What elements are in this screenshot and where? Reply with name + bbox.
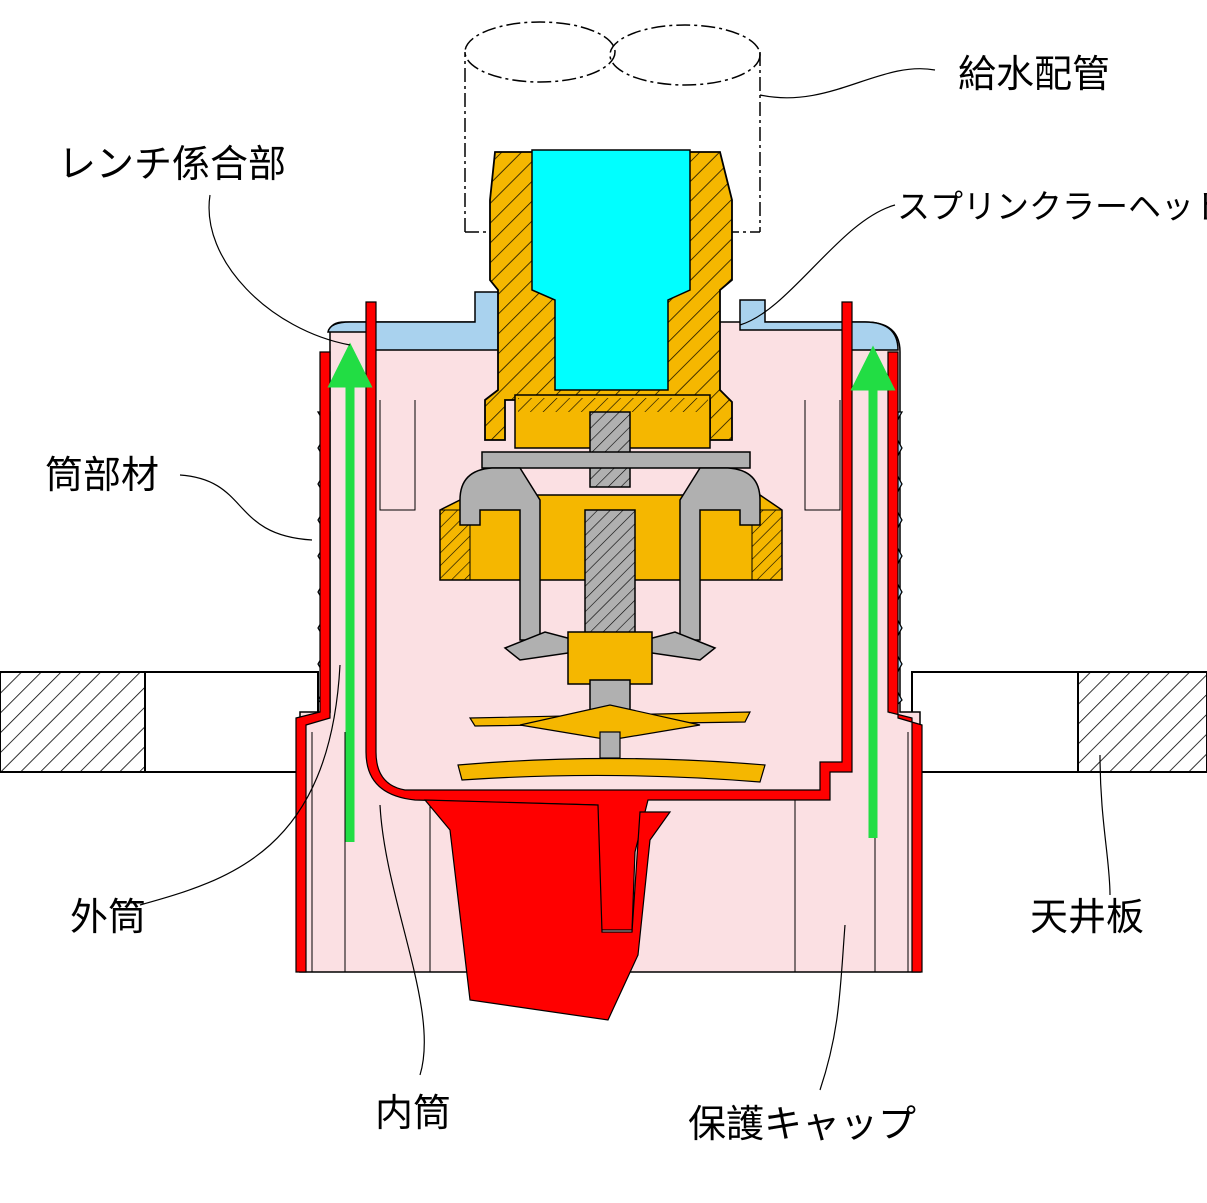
label-wrench-engagement: レンチ係合部	[58, 142, 286, 186]
leader-lines	[139, 68, 1111, 1091]
sprinkler-head	[439, 149, 783, 783]
label-ceiling-board: 天井板	[1030, 895, 1144, 939]
labels: 給水配管 レンチ係合部 スプリンクラーヘッド 筒部材 外筒 天井板 内筒 保護キ…	[45, 52, 1207, 1146]
label-sprinkler-head: スプリンクラーヘッド	[897, 187, 1207, 226]
inner-tube	[365, 301, 853, 1021]
label-supply-pipe: 給水配管	[958, 52, 1110, 96]
label-tube-member: 筒部材	[45, 453, 159, 497]
outer-tube	[295, 351, 923, 973]
label-inner-tube: 内筒	[375, 1091, 451, 1135]
flow-arrows	[327, 342, 896, 842]
supply-pipe	[464, 21, 761, 233]
label-protective-cap: 保護キャップ	[688, 1102, 916, 1146]
label-outer-tube: 外筒	[70, 895, 146, 939]
